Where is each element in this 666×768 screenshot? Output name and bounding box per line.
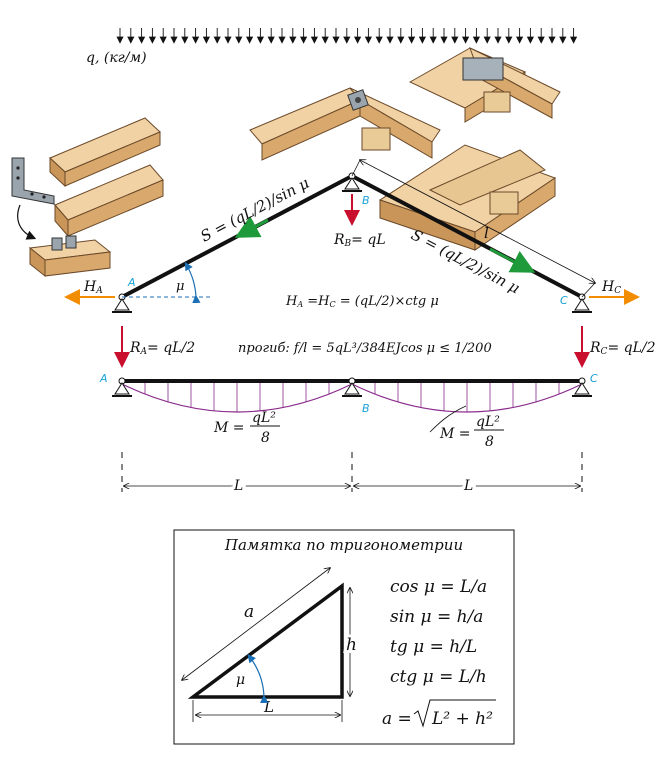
ctg-formula: ctg μ = L/h xyxy=(390,667,487,687)
trig-memo-title: Памятка по тригонометрии xyxy=(224,536,463,554)
angle-arc xyxy=(184,261,201,304)
deflection-formula: прогиб: f/l = 5qL³/384EJcos μ ≤ 1/200 xyxy=(238,341,492,356)
angle-label: μ xyxy=(176,279,184,294)
moment-leader-line xyxy=(429,405,467,433)
memo-angle-arc xyxy=(247,654,269,704)
top-right-joint-illustration xyxy=(408,47,561,123)
svg-text:qL²: qL² xyxy=(252,410,276,426)
base-label: L xyxy=(263,698,274,716)
left-member-force-arrow xyxy=(234,215,269,238)
left-support-block xyxy=(28,235,112,278)
support-a-bottom xyxy=(112,377,132,397)
left-member-force-label: S = (qL/2)/sin μ xyxy=(197,174,312,246)
cos-formula: cos μ = L/a xyxy=(390,577,487,597)
rafter-length-dimension xyxy=(360,160,595,283)
beam-node-label-c: C xyxy=(590,372,598,385)
svg-text:8: 8 xyxy=(485,434,494,450)
node-label-c: C xyxy=(560,294,568,307)
moment-diagram xyxy=(121,383,583,413)
support-c-bottom xyxy=(572,377,592,397)
sin-formula: sin μ = h/a xyxy=(390,607,483,627)
tg-formula: tg μ = h/L xyxy=(390,637,477,657)
left-beam-upper xyxy=(49,117,161,188)
memo-angle-label: μ xyxy=(236,672,245,688)
horizontal-thrust-formula: HA =HC = (qL/2)×ctg μ xyxy=(285,294,439,309)
hypotenuse-dimension xyxy=(182,568,330,680)
assembly-arrow xyxy=(17,204,37,240)
span-label-right: L xyxy=(463,478,473,494)
span-label-left: L xyxy=(233,478,243,494)
hc-label: HC xyxy=(601,279,621,296)
ridge-joint-illustration xyxy=(249,87,441,161)
svg-text:a =: a = xyxy=(382,709,412,729)
span-dimensions xyxy=(121,452,583,492)
svg-text:M =: M = xyxy=(213,420,245,436)
moment-label-left: M = qL² 8 xyxy=(213,410,280,446)
ha-label: HA xyxy=(83,279,103,296)
svg-text:8: 8 xyxy=(261,430,270,446)
right-truss-illustration xyxy=(378,144,557,251)
support-b-bottom xyxy=(342,377,362,397)
metal-bracket-icon xyxy=(11,157,55,205)
rb-label: RB= qL xyxy=(333,232,386,249)
svg-text:L² + h²: L² + h² xyxy=(431,709,493,729)
ra-label: RA= qL/2 xyxy=(129,340,195,357)
left-beam-lower xyxy=(54,164,164,238)
svg-text:M =: M = xyxy=(439,426,471,442)
hypotenuse-label: a xyxy=(244,602,254,622)
svg-text:qL²: qL² xyxy=(476,414,500,430)
beam-node-label-a: A xyxy=(99,372,108,385)
height-label: h xyxy=(346,635,357,655)
rafter-length-label: l xyxy=(484,224,489,242)
node-label-a: A xyxy=(127,276,136,289)
beam-node-label-b: B xyxy=(362,402,370,415)
rc-label: RC= qL/2 xyxy=(589,340,656,357)
hypotenuse-root-formula: a = L² + h² xyxy=(382,699,496,729)
moment-label-right: M = qL² 8 xyxy=(439,414,504,450)
node-label-b: B xyxy=(362,194,370,207)
load-label: q, (кг/м) xyxy=(86,50,147,66)
distributed-load-arrows xyxy=(116,28,578,44)
